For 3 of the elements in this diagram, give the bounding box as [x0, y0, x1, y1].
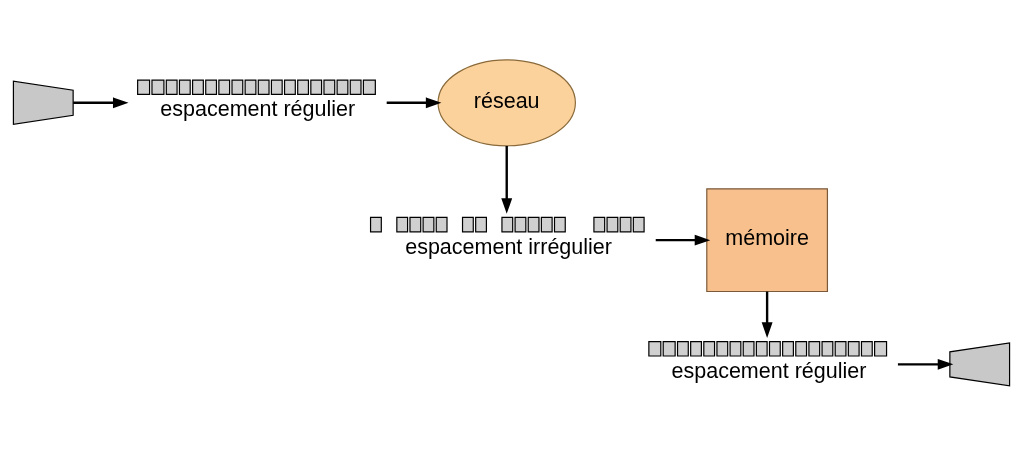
node-label: espacement régulier — [160, 96, 356, 121]
node-label: espacement régulier — [671, 358, 867, 383]
node-label: espacement irrégulier — [405, 234, 612, 259]
